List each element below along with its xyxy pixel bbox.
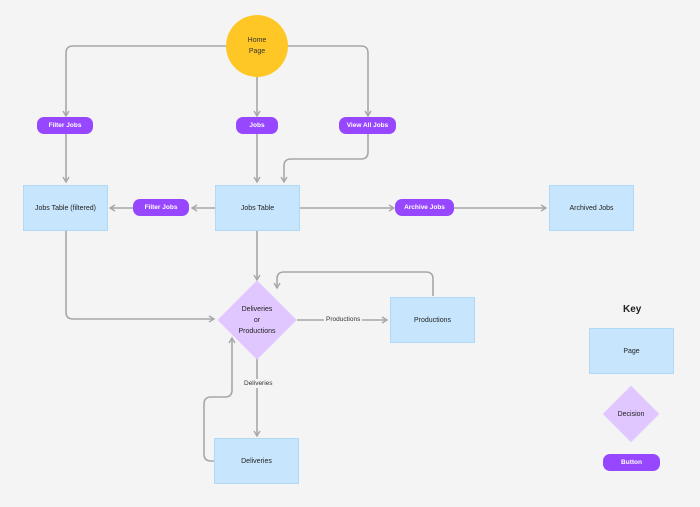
key-decision-swatch: Decision xyxy=(601,385,661,443)
edge-label-productions: Productions xyxy=(324,315,363,324)
edge-viewall-jobstable xyxy=(280,134,369,184)
jobs-table-page: Jobs Table xyxy=(215,185,300,231)
decision-label-line3: Productions xyxy=(238,327,276,335)
key-button-swatch: Button xyxy=(603,454,660,471)
archive-jobs-button: Archive Jobs xyxy=(395,199,454,216)
key-decision-label: Decision xyxy=(617,410,645,418)
home-page-label-line1: Home xyxy=(247,37,267,44)
home-page-node: Home Page xyxy=(226,15,288,77)
view-all-jobs-button: View All Jobs xyxy=(339,117,396,134)
decision-label-line1: Deliveries xyxy=(241,305,273,313)
edge-filtered-decision xyxy=(65,231,216,323)
edge-label-deliveries: Deliveries xyxy=(242,379,275,388)
jobs-table-filtered-page: Jobs Table (filtered) xyxy=(23,185,108,231)
edge-home-filterjobs xyxy=(62,45,226,118)
jobs-button: Jobs xyxy=(236,117,278,134)
edge-productions-decision xyxy=(273,271,434,296)
filter-jobs-button-top: Filter Jobs xyxy=(37,117,93,134)
edge-deliveries-decision xyxy=(203,336,236,462)
decision-label-line2: or xyxy=(253,316,261,324)
deliveries-page: Deliveries xyxy=(214,438,299,484)
archived-jobs-page: Archived Jobs xyxy=(549,185,634,231)
key-page-swatch: Page xyxy=(589,328,674,374)
home-page-label-line2: Page xyxy=(248,48,266,55)
filter-jobs-button-mid: Filter Jobs xyxy=(133,199,189,216)
edge-home-viewall xyxy=(288,45,372,118)
deliveries-or-productions-decision: Deliveries or Productions xyxy=(217,280,297,360)
key-title: Key xyxy=(623,304,642,315)
productions-page: Productions xyxy=(390,297,475,343)
